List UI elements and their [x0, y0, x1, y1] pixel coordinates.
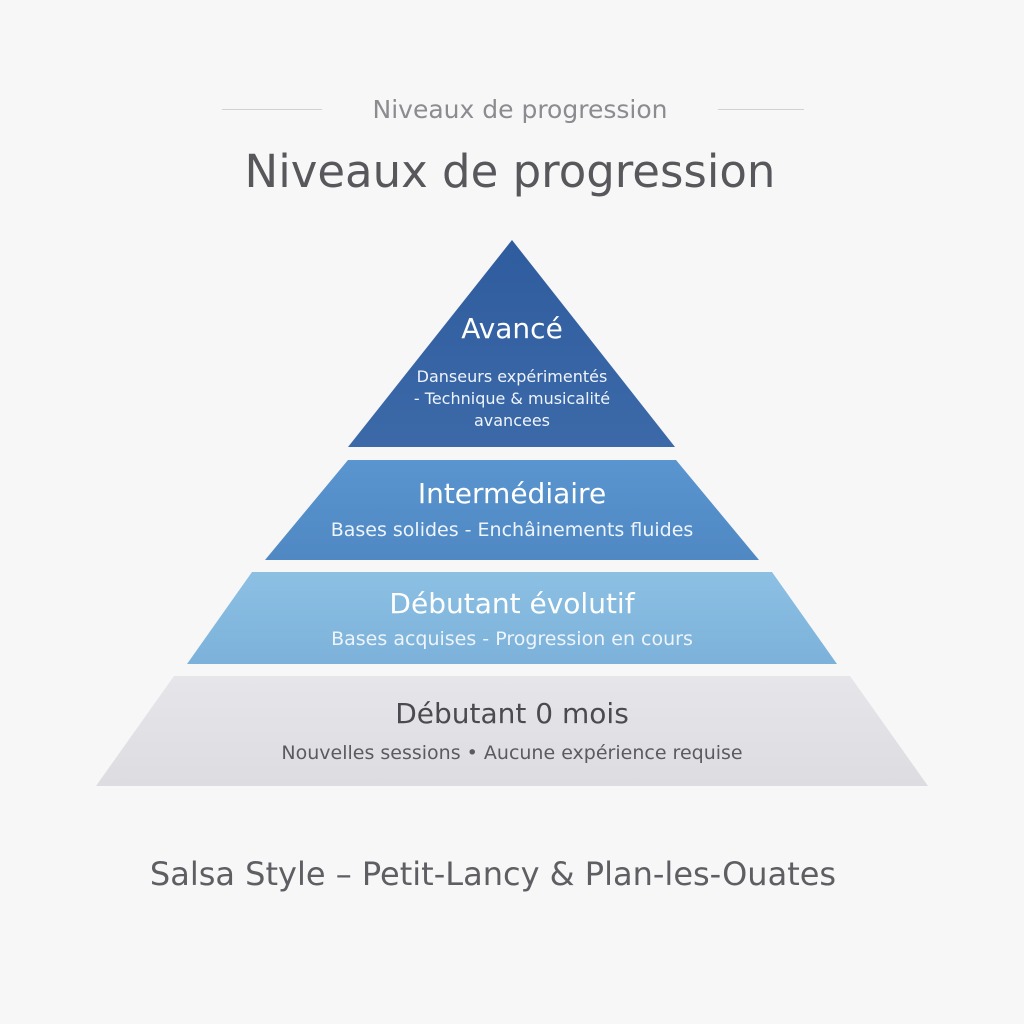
kicker-divider-left	[222, 109, 322, 110]
kicker-row: Niveaux de progression	[0, 93, 1024, 127]
footer-caption: Salsa Style – Petit-Lancy & Plan-les-Oua…	[149, 855, 837, 893]
tier-debutant-evolutif-title: Débutant évolutif	[389, 587, 635, 620]
tier-intermediaire-title: Intermédiaire	[417, 477, 607, 510]
tier-avance-description-line-1: Danseurs expérimentés	[416, 367, 608, 386]
tier-debutant-evolutif-description: Bases acquises - Progression en cours	[331, 628, 693, 650]
tier-debutant-0-mois-title: Débutant 0 mois	[395, 697, 629, 730]
tier-debutant-evolutif-shape	[187, 572, 837, 664]
tier-intermediaire-shape	[265, 460, 759, 560]
tier-debutant-0-mois-shape	[96, 676, 928, 786]
tier-avance-description-line-2: - Technique & musicalité	[413, 389, 611, 408]
tier-debutant-0-mois-description: Nouvelles sessions • Aucune expérience r…	[281, 742, 743, 764]
kicker-divider-right	[718, 109, 804, 110]
tier-avance-title: Avancé	[461, 312, 563, 345]
kicker-title: Niveaux de progression	[372, 95, 668, 124]
tier-avance-shape	[348, 240, 675, 447]
tier-intermediaire-description: Bases solides - Enchâinements fluides	[330, 519, 694, 541]
page-title: Niveaux de progression	[244, 145, 776, 198]
tier-avance-description-line-3: avancees	[473, 411, 551, 430]
